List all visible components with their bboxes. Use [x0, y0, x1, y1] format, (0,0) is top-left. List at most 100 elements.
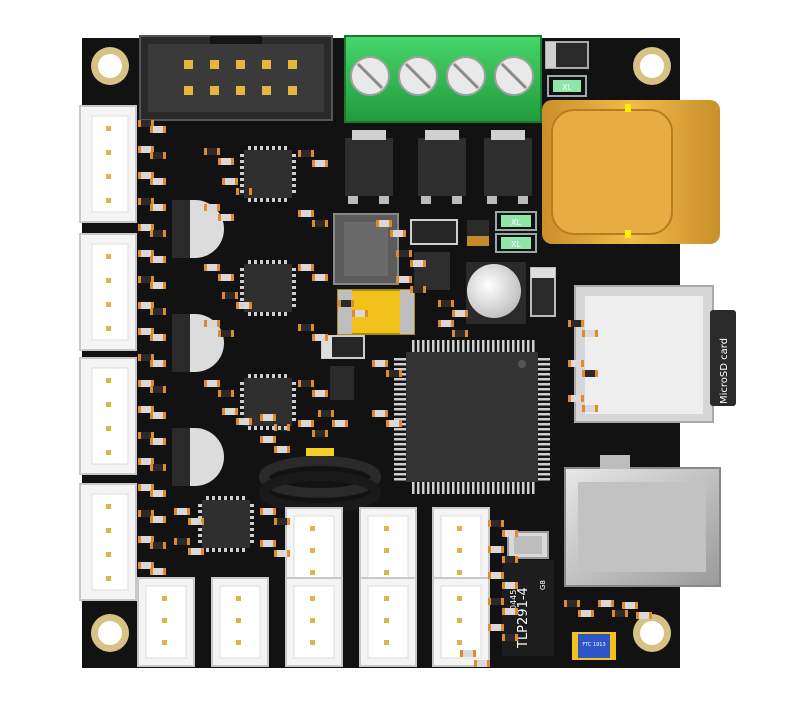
smd-pad — [488, 520, 491, 527]
ic-pad — [250, 522, 254, 525]
smd-pad — [163, 412, 166, 419]
ic-pad — [230, 496, 233, 500]
smd-pad — [298, 324, 301, 331]
mcu-pin — [462, 340, 465, 352]
ic-pad — [292, 268, 296, 271]
ic-pad — [278, 426, 281, 430]
smd-pad — [217, 148, 220, 155]
smd-component — [220, 274, 232, 281]
regulator-ic — [410, 219, 458, 245]
ic-pad — [212, 496, 215, 500]
smd-pad — [582, 405, 585, 412]
ic-pad — [254, 146, 257, 150]
smd-component — [300, 380, 312, 387]
mcu-pin — [507, 482, 510, 494]
switch-label: FTC 1913 — [582, 642, 605, 648]
smd-pad — [386, 420, 389, 427]
ic-pad — [272, 426, 275, 430]
smd-pad — [138, 302, 141, 309]
smd-component — [600, 600, 612, 607]
smd-component — [140, 406, 152, 413]
smd-pad — [150, 152, 153, 159]
jst-connector-inner — [91, 493, 129, 591]
smd-pad — [423, 260, 426, 267]
smd-pad — [611, 600, 614, 607]
jst-pin — [384, 570, 389, 575]
smd-component — [152, 230, 164, 237]
smd-pad — [204, 204, 207, 211]
smd-pad — [287, 550, 290, 557]
smd-component — [140, 276, 152, 283]
ic-pad — [250, 504, 254, 507]
mcu-pin — [538, 368, 550, 371]
mcu-pin — [538, 398, 550, 401]
mcu-pin — [427, 482, 430, 494]
ic-pad — [250, 534, 254, 537]
smd-component — [206, 380, 218, 387]
mcu-pin — [497, 482, 500, 494]
smd-pad — [138, 198, 141, 205]
smd-pad — [218, 274, 221, 281]
crystal-label-3: XL — [511, 240, 521, 249]
jst-pin — [384, 526, 389, 531]
ic-pad — [254, 260, 257, 264]
smd-component — [314, 274, 326, 281]
component-details — [184, 56, 534, 552]
smd-component — [300, 150, 312, 157]
cap-driver-3 — [172, 428, 224, 486]
smd-component — [206, 148, 218, 155]
smd-pad — [151, 354, 154, 361]
ic-pad — [292, 274, 296, 277]
ic-pad — [292, 304, 296, 307]
smd-pad — [501, 520, 504, 527]
smd-pad — [287, 518, 290, 525]
smd-component — [624, 602, 636, 609]
ic-pad — [292, 172, 296, 175]
smd-pad — [138, 276, 141, 283]
ic-pad — [272, 374, 275, 378]
smd-pad — [204, 320, 207, 327]
ic-pad — [206, 548, 209, 552]
ic-pad — [212, 548, 215, 552]
smd-pad — [325, 274, 328, 281]
smd-component — [454, 310, 466, 317]
ic-pad — [248, 198, 251, 202]
smd-component — [220, 330, 232, 337]
ic-pad — [284, 374, 287, 378]
smd-pad — [311, 420, 314, 427]
ic-pad — [254, 426, 257, 430]
mcu-pin — [467, 340, 470, 352]
smd-pad — [163, 152, 166, 159]
ic-pad — [240, 190, 244, 193]
ic-pad — [198, 534, 202, 537]
ic-pad — [248, 312, 251, 316]
header-pin — [184, 60, 193, 69]
mcu-pin — [394, 428, 406, 431]
ic-pad — [292, 286, 296, 289]
mcu-pin — [538, 423, 550, 426]
mcu-pin — [527, 482, 530, 494]
jst-pin — [106, 402, 111, 407]
mcu-pin — [394, 403, 406, 406]
smd-pad — [187, 538, 190, 545]
ic-pad — [242, 548, 245, 552]
smd-pad — [138, 562, 141, 569]
smd-pad — [150, 412, 153, 419]
smd-component — [220, 158, 232, 165]
smd-component — [300, 264, 312, 271]
header-pin — [262, 86, 271, 95]
mcu-pin — [394, 398, 406, 401]
smd-pad — [385, 360, 388, 367]
jst-connector-inner — [91, 115, 129, 213]
jst-pin — [106, 450, 111, 455]
smd-pad — [138, 328, 141, 335]
mcu-pin — [477, 482, 480, 494]
smd-pad — [231, 214, 234, 221]
mcu-pin — [538, 413, 550, 416]
mcu-pin — [442, 340, 445, 352]
smd-component — [374, 410, 386, 417]
ic-pad — [198, 528, 202, 531]
jst-pin — [310, 596, 315, 601]
smd-component — [190, 518, 202, 525]
mosfet-1 — [345, 130, 393, 204]
